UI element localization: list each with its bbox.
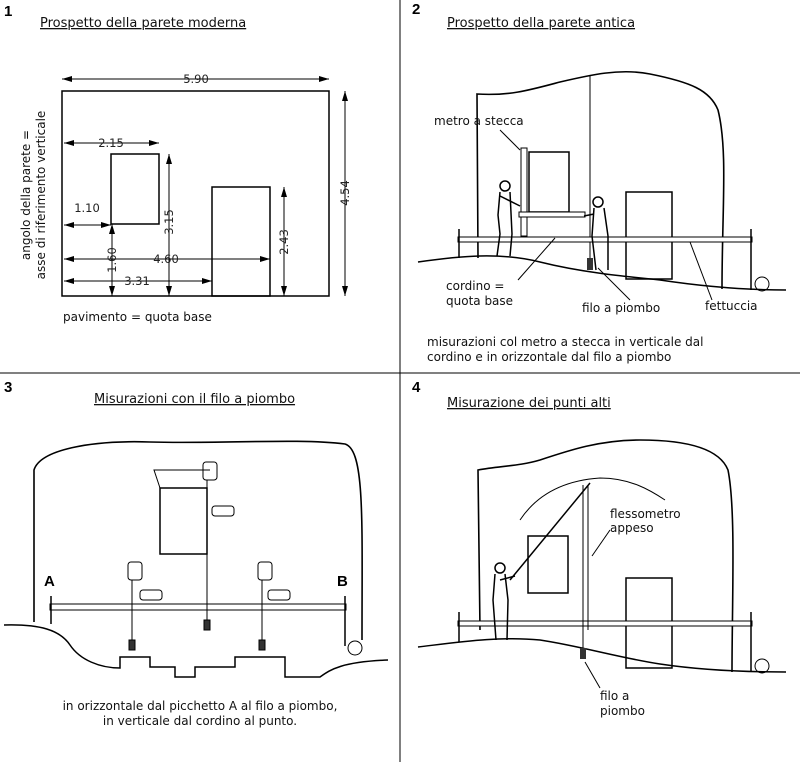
- label-cord-line2: quota base: [446, 294, 513, 308]
- tape-reel-icon: [754, 276, 770, 292]
- panel-2: 2 Prospetto della parete antica metro a …: [412, 1, 787, 364]
- ground-line: [3, 624, 389, 678]
- dimension-lines: [62, 76, 348, 296]
- panel-title: Prospetto della parete antica: [447, 16, 635, 31]
- panel-title: Misurazione dei punti alti: [447, 396, 611, 411]
- floor-label: pavimento = quota base: [63, 310, 212, 324]
- panel-3: 3 Misurazioni con il filo a piombo A B i…: [3, 379, 389, 728]
- panel-number: 2: [412, 1, 420, 18]
- caption-line2: cordino e in orizzontale dal filo a piom…: [427, 350, 671, 364]
- caption-line1: in orizzontale dal picchetto A al filo a…: [63, 699, 338, 713]
- leader-lines: [499, 129, 713, 301]
- label-tape-line1: flessometro: [610, 507, 681, 521]
- dim-door-height: 2.43: [277, 229, 291, 255]
- dim-door-left: 3.31: [124, 274, 150, 288]
- dim-window-bottom: 1.60: [105, 247, 119, 273]
- window-outline: [527, 535, 569, 594]
- label-plumb-line1: filo a: [600, 689, 629, 703]
- dim-window-right: 2.15: [98, 136, 124, 150]
- dim-window-left: 1.10: [74, 201, 100, 215]
- label-plumb: filo a piombo: [582, 301, 660, 315]
- panel-title: Prospetto della parete moderna: [40, 16, 246, 31]
- dim-height-total: 4.54: [338, 180, 352, 206]
- vault-curve: [519, 477, 666, 521]
- person-icon: [496, 180, 521, 257]
- panel-number: 1: [4, 3, 12, 20]
- leader-lines: [584, 529, 611, 689]
- label-ruler: metro a stecca: [434, 114, 524, 128]
- panel-4: 4 Misurazione dei punti alti flessometro…: [412, 379, 787, 718]
- side-label-line2: asse di riferimento verticale: [34, 111, 48, 280]
- side-label-line1: angolo della parete =: [19, 130, 33, 260]
- caption-line2: in verticale dal cordino al punto.: [103, 714, 297, 728]
- tape-reel-icon: [347, 640, 363, 656]
- wall-outline: [61, 90, 330, 297]
- plumb-lines: [128, 480, 266, 651]
- measuring-pole: [509, 482, 591, 581]
- ruler-horizontal: [518, 211, 586, 218]
- person-icon: [583, 196, 609, 271]
- dim-window-top: 3.15: [162, 209, 176, 235]
- ruler-vertical: [520, 147, 528, 237]
- label-tape: fettuccia: [705, 299, 758, 313]
- measuring-tape: [457, 236, 753, 243]
- old-wall-outline: [476, 70, 725, 290]
- panel-number: 4: [412, 379, 421, 396]
- ground-line: [417, 255, 787, 291]
- plumb-bob-icon: [580, 648, 586, 659]
- dim-door-right: 4.60: [153, 252, 179, 266]
- dim-width-total: 5.90: [183, 72, 209, 86]
- label-tape-line2: appeso: [610, 521, 654, 535]
- old-wall-outline: [477, 439, 734, 673]
- caption-line1: misurazioni col metro a stecca in vertic…: [427, 335, 703, 349]
- measuring-tape: [457, 620, 753, 627]
- plumb-bob-icon: [587, 258, 593, 270]
- ground-line: [417, 637, 787, 673]
- hand-icons: [127, 461, 291, 601]
- measuring-tape: [49, 603, 347, 611]
- window-cap: [153, 469, 210, 489]
- panel-number: 3: [4, 379, 12, 396]
- panel-1: 1 Prospetto della parete moderna 5.90 4.…: [4, 3, 352, 324]
- label-plumb-line2: piombo: [600, 704, 645, 718]
- label-b: B: [337, 573, 348, 590]
- window-outline: [110, 153, 160, 225]
- panel-title: Misurazioni con il filo a piombo: [94, 392, 295, 407]
- door-outline: [625, 191, 673, 280]
- person-icon: [492, 562, 516, 641]
- label-a: A: [44, 573, 55, 590]
- door-outline: [211, 186, 271, 297]
- label-cord-line1: cordino =: [446, 279, 504, 293]
- tape-reel-icon: [754, 658, 770, 674]
